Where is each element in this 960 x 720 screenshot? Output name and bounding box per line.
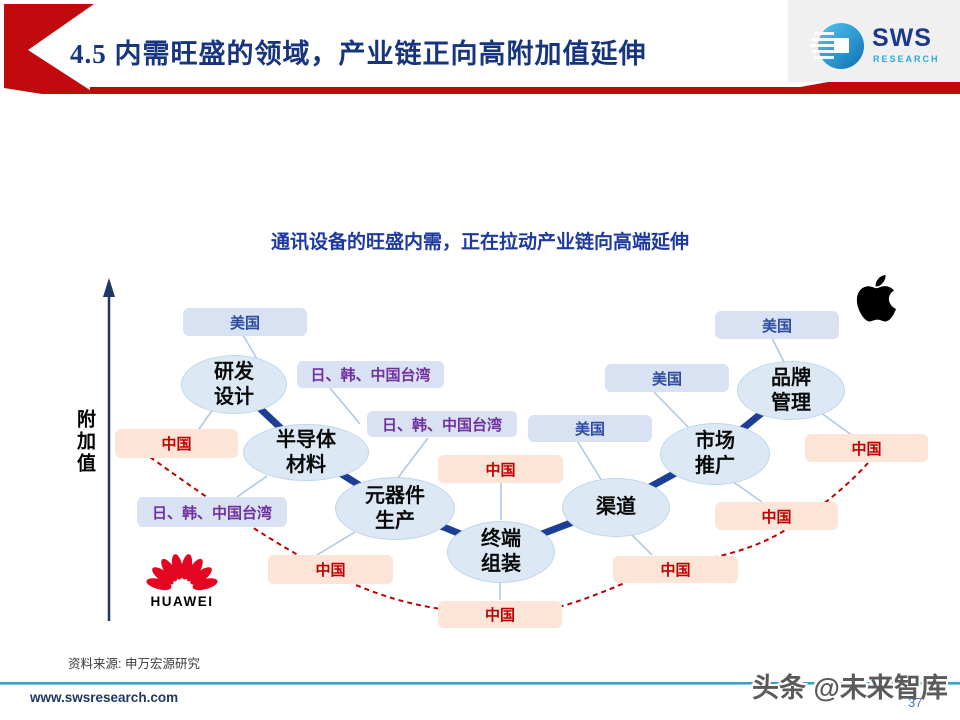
node-label-line: 管理 [771,391,811,414]
huawei-logo: HUAWEI [143,548,221,609]
node-marketing: 市场 推广 [660,423,770,485]
node-rd-design: 研发 设计 [181,355,287,414]
label-jkt-semiconductor: 日、韩、中国台湾 [297,361,444,388]
slide-title: 4.5 内需旺盛的领域，产业链正向高附加值延伸 [70,39,647,69]
watermark: 头条 @未来智库 [752,673,948,703]
node-label-line: 生产 [375,509,415,532]
node-label-line: 材料 [286,453,326,476]
node-semiconductor-materials: 半导体 材料 [243,424,369,481]
huawei-wordmark: HUAWEI [150,594,214,609]
node-terminal-assembly: 终端 组装 [447,521,555,583]
node-label-line: 终端 [481,528,521,550]
sws-globe-icon [810,23,864,69]
node-label-line: 元器件 [365,484,425,507]
label-us-marketing: 美国 [605,364,729,392]
node-label-line: 研发 [214,360,254,383]
node-label-line: 品牌 [771,366,811,389]
label-connector-lines [198,334,854,600]
node-label-line: 半导体 [276,428,336,451]
chart-title: 通讯设备的旺盛内需，正在拉动产业链向高端延伸 [270,232,689,253]
node-label-line: 设计 [214,385,254,408]
label-jkt-component: 日、韩、中国台湾 [367,411,517,437]
node-component-production: 元器件 生产 [335,477,455,540]
source-note: 资料来源: 申万宏源研究 [68,657,200,671]
sws-logo: SWS RESEARCH [810,18,960,74]
label-jkt-left: 日、韩、中国台湾 [137,497,287,527]
footer-divider-line [0,682,960,685]
label-china-left: 中国 [115,429,238,458]
header-bottom-strip [90,82,960,94]
header-chevron-shape [4,4,96,94]
label-us-brand: 美国 [715,311,839,339]
label-us-rd: 美国 [183,308,307,336]
sws-logo-subtext: RESEARCH [873,54,940,64]
website-url: www.swsresearch.com [30,690,179,705]
node-brand-management: 品牌 管理 [737,361,845,420]
sws-logo-text: SWS [872,24,932,52]
y-axis-label: 附加值 [74,409,95,475]
apple-logo-icon [856,275,896,322]
page-number: 37 [908,695,923,710]
label-china-bottom: 中国 [438,601,562,628]
node-label-line: 组装 [481,553,521,575]
node-channel: 渠道 [562,478,670,537]
node-label-line: 市场 [695,430,735,452]
node-label-line: 推广 [695,455,735,477]
huawei-flower-icon [146,554,218,591]
label-us-channel: 美国 [528,415,652,442]
label-china-assembly-top: 中国 [438,455,563,483]
label-china-marketing: 中国 [715,502,838,530]
node-label-line: 渠道 [596,496,636,518]
label-china-component: 中国 [268,555,393,584]
label-china-channel: 中国 [613,556,738,583]
y-axis-arrowhead-icon [103,278,115,297]
label-china-right: 中国 [805,434,928,462]
